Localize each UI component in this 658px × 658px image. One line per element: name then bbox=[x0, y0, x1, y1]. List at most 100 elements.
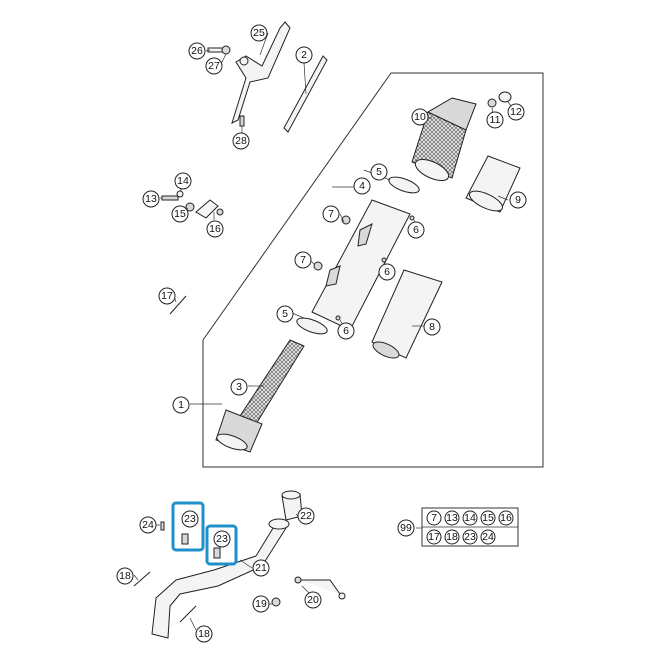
callout-17: 17 bbox=[158, 287, 176, 305]
callout-13: 13 bbox=[142, 190, 160, 208]
svg-text:18: 18 bbox=[446, 531, 458, 543]
spring-17 bbox=[169, 295, 187, 315]
svg-text:6: 6 bbox=[413, 224, 419, 236]
callout-1: 1 bbox=[172, 396, 190, 414]
spring-18-left bbox=[133, 571, 151, 587]
callout-23b: 23 bbox=[213, 530, 231, 548]
callout-4: 4 bbox=[353, 177, 371, 195]
callout-12: 12 bbox=[507, 103, 525, 121]
svg-text:23: 23 bbox=[216, 533, 228, 545]
svg-text:99: 99 bbox=[400, 522, 412, 534]
callout-6-top: 6 bbox=[407, 221, 425, 239]
svg-text:2: 2 bbox=[301, 49, 307, 61]
callout-10: 10 bbox=[411, 108, 429, 126]
svg-text:20: 20 bbox=[307, 594, 319, 606]
svg-text:7: 7 bbox=[328, 208, 334, 220]
washer-27 bbox=[221, 45, 231, 55]
svg-text:6: 6 bbox=[343, 325, 349, 337]
callout-21: 21 bbox=[252, 559, 270, 577]
outer-sleeve-8 bbox=[371, 269, 443, 359]
svg-text:28: 28 bbox=[235, 135, 247, 147]
svg-text:15: 15 bbox=[174, 208, 186, 220]
svg-text:12: 12 bbox=[510, 106, 522, 118]
svg-text:4: 4 bbox=[359, 180, 365, 192]
svg-text:5: 5 bbox=[376, 166, 382, 178]
mounting-bracket bbox=[231, 21, 291, 124]
washer-14 bbox=[176, 190, 184, 198]
callout-15: 15 bbox=[171, 205, 189, 223]
svg-text:16: 16 bbox=[209, 223, 221, 235]
svg-text:6: 6 bbox=[384, 266, 390, 278]
callout-6-mid: 6 bbox=[378, 263, 396, 281]
callout-24: 24 bbox=[139, 516, 157, 534]
rivet-6b bbox=[381, 257, 387, 263]
kit-cell-row1-2: 13 bbox=[444, 510, 460, 526]
nut-15 bbox=[185, 202, 195, 212]
callout-22: 22 bbox=[297, 507, 315, 525]
kit-cell-row1-4: 15 bbox=[480, 510, 496, 526]
kit-cell-row2-1: 17 bbox=[426, 529, 442, 545]
svg-text:7: 7 bbox=[300, 254, 306, 266]
screw-24 bbox=[160, 521, 165, 531]
svg-text:23: 23 bbox=[464, 531, 476, 543]
callout-9: 9 bbox=[509, 191, 527, 209]
end-cap-10 bbox=[411, 97, 477, 182]
svg-text:26: 26 bbox=[191, 45, 203, 57]
svg-text:24: 24 bbox=[142, 519, 154, 531]
kit-cell-row1-1: 7 bbox=[426, 510, 442, 526]
callout-7-bottom: 7 bbox=[294, 251, 312, 269]
svg-text:13: 13 bbox=[145, 193, 157, 205]
rivet-6a bbox=[409, 215, 415, 221]
silencer-assembly-outline bbox=[202, 72, 544, 468]
washer-7b bbox=[313, 261, 323, 271]
callout-7-top: 7 bbox=[322, 205, 340, 223]
kit-cell-row2-2: 18 bbox=[444, 529, 460, 545]
callout-26: 26 bbox=[188, 42, 206, 60]
rivet-6c bbox=[335, 315, 341, 321]
callout-14: 14 bbox=[174, 172, 192, 190]
svg-text:10: 10 bbox=[414, 111, 426, 123]
heat-shield-strip-2 bbox=[283, 55, 328, 133]
svg-text:27: 27 bbox=[208, 60, 220, 72]
svg-text:18: 18 bbox=[198, 628, 210, 640]
svg-text:21: 21 bbox=[255, 562, 267, 574]
kit-table: 7 13 14 15 16 17 18 23 24 bbox=[421, 507, 519, 547]
callout-20: 20 bbox=[304, 591, 322, 609]
svg-text:7: 7 bbox=[431, 512, 437, 524]
svg-text:9: 9 bbox=[515, 194, 521, 206]
callout-11: 11 bbox=[486, 111, 504, 129]
clamp-23b bbox=[213, 547, 221, 559]
sensor-20 bbox=[294, 576, 346, 600]
kit-callout-99: 99 bbox=[397, 519, 415, 537]
callout-25: 25 bbox=[250, 24, 268, 42]
svg-text:23: 23 bbox=[184, 513, 196, 525]
callout-5-bottom: 5 bbox=[276, 305, 294, 323]
svg-text:11: 11 bbox=[490, 114, 501, 126]
callout-19: 19 bbox=[252, 595, 270, 613]
callout-8: 8 bbox=[423, 318, 441, 336]
callout-18-right: 18 bbox=[195, 625, 213, 643]
kit-cell-row2-3: 23 bbox=[462, 529, 478, 545]
kit-cell-row1-5: 16 bbox=[498, 510, 514, 526]
sleeve-22 bbox=[281, 490, 303, 521]
svg-text:19: 19 bbox=[255, 598, 267, 610]
svg-text:16: 16 bbox=[500, 512, 512, 524]
callout-6-bottom: 6 bbox=[337, 322, 355, 340]
spring-18-right bbox=[179, 605, 197, 623]
svg-text:17: 17 bbox=[161, 290, 173, 302]
svg-text:13: 13 bbox=[446, 512, 458, 524]
svg-text:14: 14 bbox=[464, 512, 476, 524]
svg-text:8: 8 bbox=[429, 321, 435, 333]
cap-12 bbox=[498, 91, 512, 103]
callout-3: 3 bbox=[230, 378, 248, 396]
callout-2: 2 bbox=[295, 46, 313, 64]
nut-19 bbox=[271, 597, 281, 607]
svg-text:3: 3 bbox=[236, 381, 242, 393]
grommet-11 bbox=[487, 98, 497, 108]
svg-text:5: 5 bbox=[282, 308, 288, 320]
kit-cell-row2-4: 24 bbox=[480, 529, 496, 545]
kit-cell-row1-3: 14 bbox=[462, 510, 478, 526]
svg-text:15: 15 bbox=[482, 512, 494, 524]
highlight-box-23b bbox=[205, 524, 238, 566]
